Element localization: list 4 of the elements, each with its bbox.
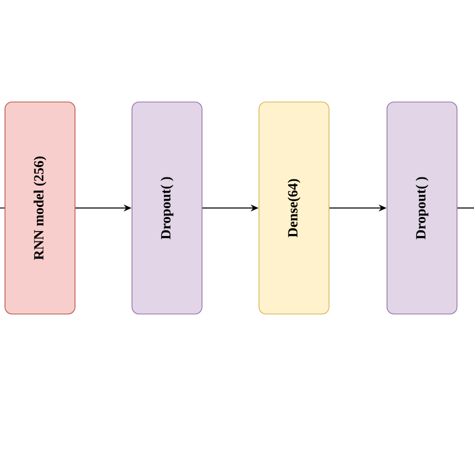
layer-box: Dropout( ) [386, 102, 458, 314]
layer-box: Dense(64) [258, 102, 330, 314]
layer-box: RNN model (256) [4, 102, 76, 314]
layer-box: Dropout( ) [132, 102, 202, 314]
